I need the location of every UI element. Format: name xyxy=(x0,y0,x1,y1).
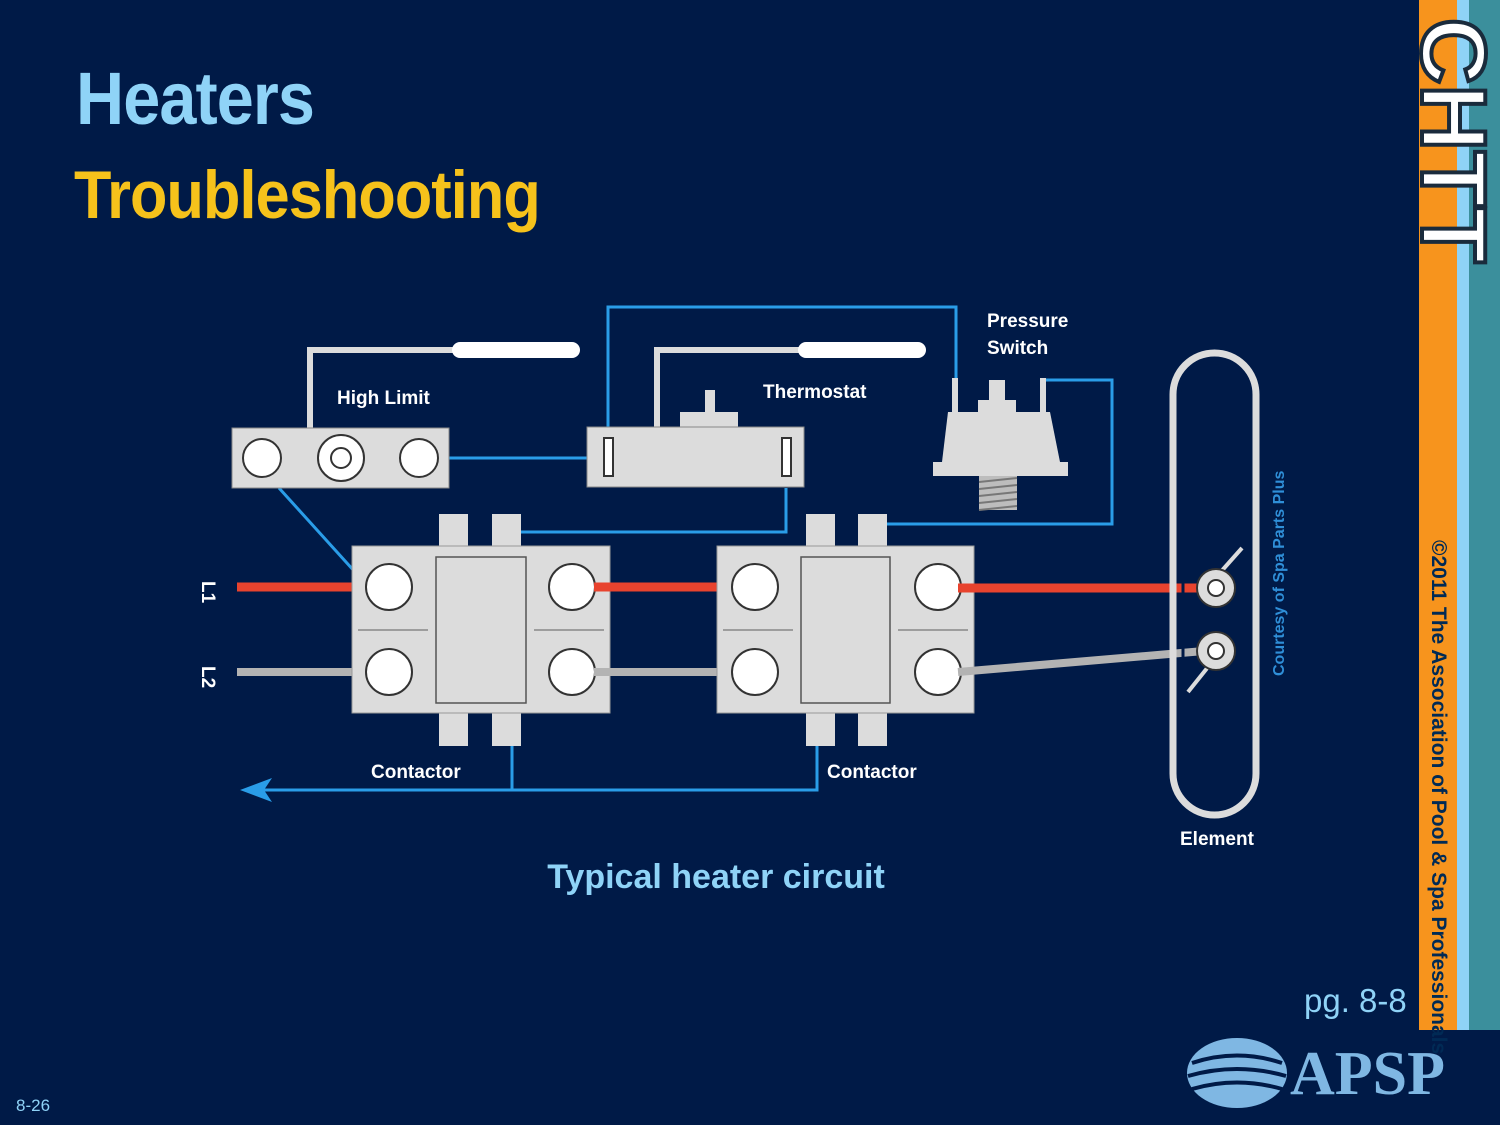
page-reference: pg. 8-8 xyxy=(1304,982,1407,1019)
thermostat-capillary xyxy=(654,347,803,428)
wire-highlimit-to-contactor xyxy=(277,486,367,585)
apsp-logo-text: APSP xyxy=(1290,1040,1445,1108)
contactor-1-tab-top-2 xyxy=(492,514,521,548)
brand-mark: CHTT xyxy=(1402,18,1500,263)
credit-text: Courtesy of Spa Parts Plus xyxy=(1271,471,1288,676)
label-pressure-switch-line2: Switch xyxy=(987,338,1048,359)
element-loop-gap xyxy=(1181,361,1248,807)
label-l1: L1 xyxy=(197,581,218,604)
contactor-2-coil xyxy=(800,556,891,704)
label-thermostat: Thermostat xyxy=(763,382,867,403)
contactor-1-tab-top-1 xyxy=(439,514,468,548)
contactor-2-terminal-l2-in xyxy=(731,648,779,696)
element-loop-outer xyxy=(1169,349,1260,819)
contactor-2 xyxy=(716,514,975,746)
high-limit-terminal-2 xyxy=(399,438,439,478)
apsp-logo: APSP xyxy=(1187,1038,1445,1108)
thermostat xyxy=(586,342,926,488)
contactor-1-terminal-l1-out xyxy=(548,563,596,611)
pressure-switch-housing xyxy=(942,412,1060,462)
label-contactor-right: Contactor xyxy=(827,762,917,783)
pressure-switch-cap xyxy=(978,400,1016,414)
contactor-2-tab-bottom-1 xyxy=(806,712,835,746)
contactor-1-terminal-l2-in xyxy=(365,648,413,696)
contactor-1-terminal-l2-out xyxy=(548,648,596,696)
label-element: Element xyxy=(1180,829,1255,850)
thermostat-bulb xyxy=(798,342,926,358)
contactor-2-tab-top-1 xyxy=(806,514,835,548)
pressure-switch-flange xyxy=(933,462,1068,476)
apsp-logo-globe-icon xyxy=(1187,1038,1287,1108)
thermostat-terminal-2 xyxy=(781,437,792,477)
contactor-1-tab-bottom-2 xyxy=(492,712,521,746)
label-l2: L2 xyxy=(197,666,218,688)
wire-thermostat-to-pressure xyxy=(606,305,958,455)
thermostat-shaft xyxy=(705,390,715,414)
contactor-2-terminal-l1-out xyxy=(914,563,962,611)
high-limit-reset-button xyxy=(317,434,365,482)
wire-thermostat-to-contactor xyxy=(515,488,788,534)
slide-title: Heaters xyxy=(76,57,315,140)
thermostat-terminal-1 xyxy=(603,437,614,477)
orange-strip xyxy=(1419,0,1457,1030)
heater-element xyxy=(1169,349,1260,819)
thermostat-shaft-base xyxy=(680,412,738,428)
copyright-text: ©2011 The Association of Pool & Spa Prof… xyxy=(1427,540,1450,1054)
contactor-1-tab-bottom-1 xyxy=(439,712,468,746)
pressure-switch xyxy=(933,378,1068,511)
thermostat-body xyxy=(586,426,805,488)
label-pressure-switch-line1: Pressure xyxy=(987,311,1068,332)
contactor-2-terminal-l2-out xyxy=(914,648,962,696)
label-high-limit: High Limit xyxy=(337,388,431,409)
contactor-1-coil xyxy=(435,556,527,704)
wire-return-line xyxy=(262,745,819,792)
neutral-wire-to-element xyxy=(957,647,1205,676)
high-limit-bulb xyxy=(452,342,580,358)
pressure-switch-lead-2 xyxy=(1040,378,1046,412)
high-limit-terminal-1 xyxy=(242,438,282,478)
contactor-2-tab-top-2 xyxy=(858,514,887,548)
page-number: 8-26 xyxy=(16,1096,51,1115)
contactor-2-tab-bottom-2 xyxy=(858,712,887,746)
high-limit-reset-inner xyxy=(330,447,352,469)
label-contactor-left: Contactor xyxy=(371,762,461,783)
pressure-switch-lead-1 xyxy=(952,378,958,412)
return-arrow-icon xyxy=(240,778,272,802)
high-limit-capillary xyxy=(307,347,458,428)
slide-subtitle: Troubleshooting xyxy=(74,157,541,233)
control-wires xyxy=(262,305,1114,792)
pressure-switch-stem xyxy=(989,380,1005,402)
light-blue-strip xyxy=(1457,0,1469,1030)
contactor-2-terminal-l1-in xyxy=(731,563,779,611)
contactor-1 xyxy=(351,514,611,746)
wire-pressure-to-contactor xyxy=(878,378,1114,526)
pressure-switch-thread-lines xyxy=(978,477,1018,511)
contactor-1-terminal-l1-in xyxy=(365,563,413,611)
side-strip: CHTT ©2011 The Association of Pool & Spa… xyxy=(1400,0,1500,1054)
high-limit xyxy=(231,342,580,489)
diagram-caption: Typical heater circuit xyxy=(547,858,885,896)
